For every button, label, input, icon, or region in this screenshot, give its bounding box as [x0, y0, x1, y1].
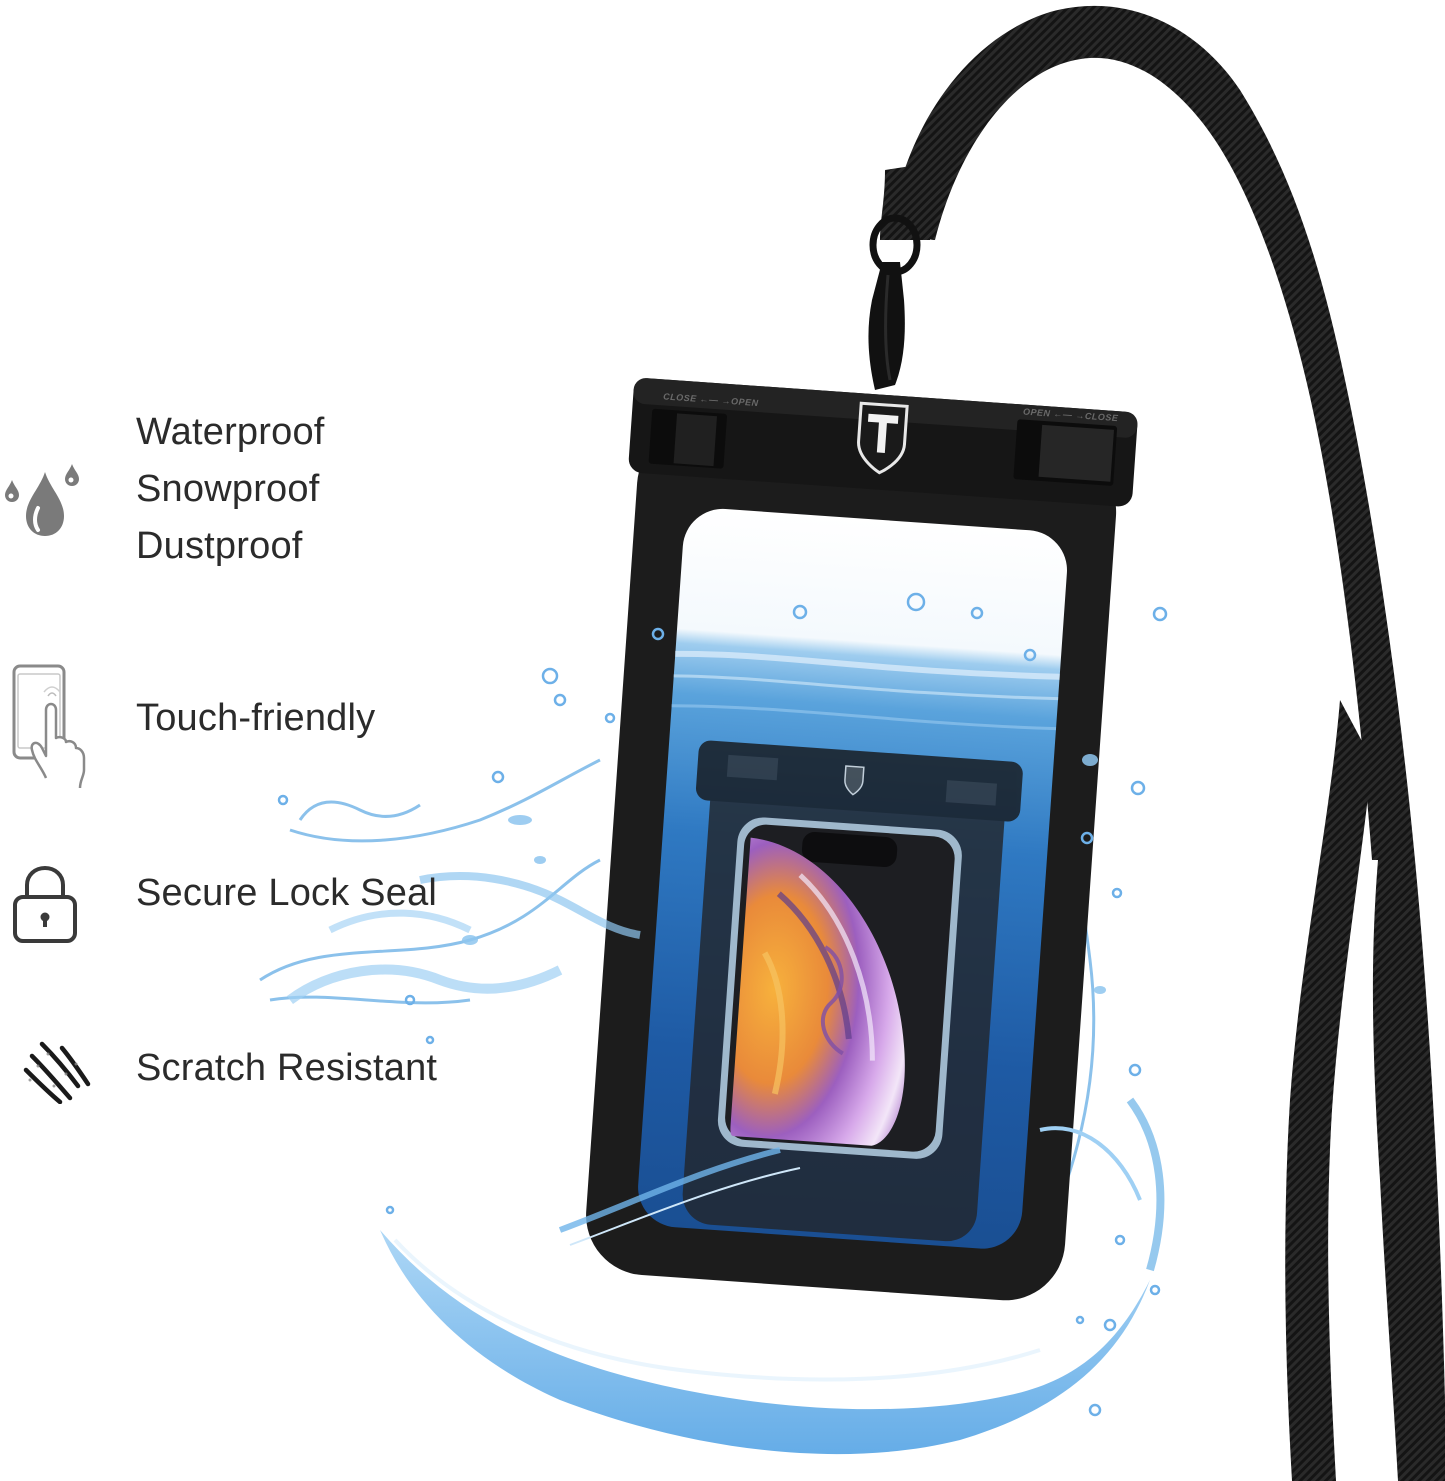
feature-label-scratch-resistant: Scratch Resistant: [136, 1047, 438, 1089]
pouch: CLOSE ←— →OPEN OPEN ←— →CLOSE: [586, 378, 1138, 1301]
feature-labels: Touch-friendly: [136, 690, 375, 747]
water-drops-icon: [0, 460, 90, 550]
pouch-closure: CLOSE ←— →OPEN OPEN ←— →CLOSE: [628, 378, 1138, 507]
padlock-icon: [10, 863, 80, 945]
water-splash-front: [277, 592, 1168, 1455]
feature-label-dustproof: Dustproof: [136, 525, 303, 567]
scratch-claw-icon: [18, 1040, 94, 1105]
feature-label-waterproof: Waterproof: [136, 411, 325, 453]
phone: [717, 817, 962, 1159]
feature-labels: Scratch Resistant: [136, 1040, 437, 1097]
feature-label-secure-lock-seal: Secure Lock Seal: [136, 872, 438, 914]
feature-labels: Secure Lock Seal: [136, 865, 437, 922]
feature-label-snowproof: Snowproof: [136, 468, 320, 510]
lanyard: [868, 5, 1445, 1481]
touch-phone-icon: [8, 660, 88, 790]
brand-logo-icon: [857, 401, 909, 475]
feature-labels: Waterproof Snowproof Dustproof: [136, 404, 325, 575]
feature-label-touch-friendly: Touch-friendly: [136, 697, 376, 739]
